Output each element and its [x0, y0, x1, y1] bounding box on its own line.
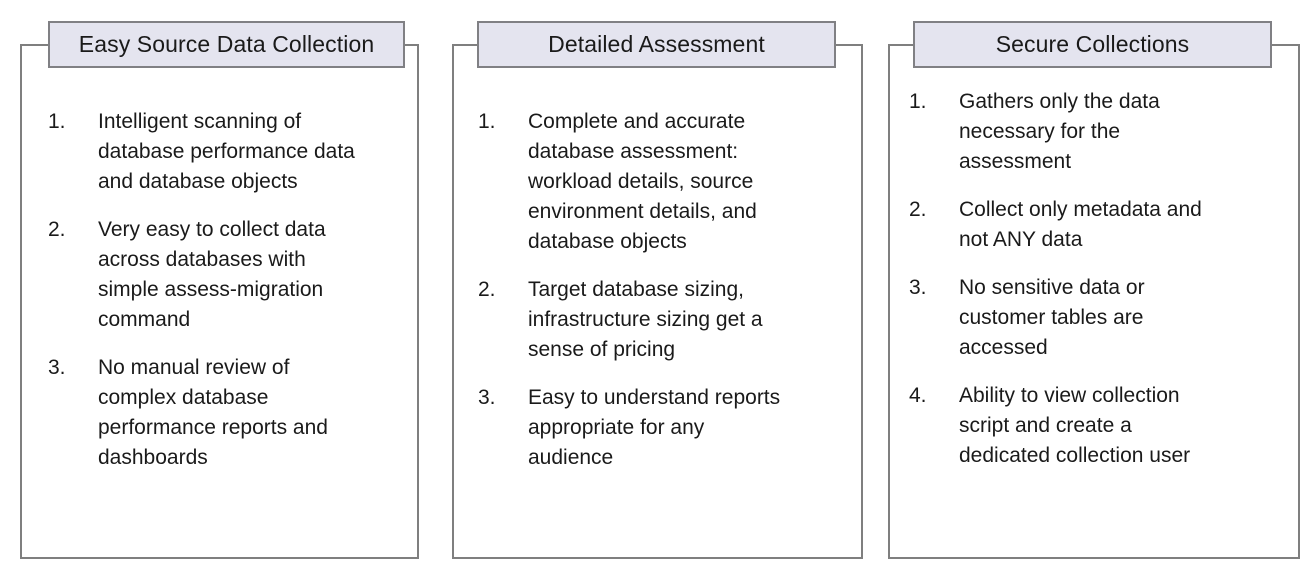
panel-top-stub-right	[835, 44, 863, 46]
list-item: 2. Target database sizing, infrastructur…	[478, 275, 849, 365]
list-item-number: 3.	[909, 276, 927, 299]
panel-top-stub-left	[452, 44, 479, 46]
panel-top-stub-left	[888, 44, 915, 46]
panel-body	[20, 44, 419, 559]
list-item-number: 2.	[48, 218, 66, 241]
panel-detailed-assessment: Detailed Assessment 1. Complete and accu…	[452, 21, 863, 559]
list-item-text: Ability to view collection script and cr…	[959, 384, 1191, 467]
list-item: 3. No sensitive data or customer tables …	[909, 273, 1290, 363]
list-item-text: Gathers only the data necessary for the …	[959, 90, 1160, 173]
list-item-number: 1.	[909, 90, 927, 113]
list-item-text: Intelligent scanning of database perform…	[98, 110, 355, 193]
list-item-text: No manual review of complex database per…	[98, 356, 328, 469]
list-item-number: 2.	[478, 278, 496, 301]
list-item-text: Collect only metadata and not ANY data	[959, 198, 1202, 251]
list-item-number: 3.	[48, 356, 66, 379]
panel-top-stub-right	[1271, 44, 1300, 46]
list-item: 3. Easy to understand reports appropriat…	[478, 383, 849, 473]
panel-top-stub-left	[20, 44, 50, 46]
panel-easy-source-data-collection: Easy Source Data Collection 1. Intellige…	[20, 21, 419, 559]
list-item: 2. Very easy to collect data across data…	[48, 215, 405, 335]
list-item-text: No sensitive data or customer tables are…	[959, 276, 1145, 359]
list-item: 1. Gathers only the data necessary for t…	[909, 87, 1290, 177]
list-item-number: 3.	[478, 386, 496, 409]
panel-top-stub-right	[403, 44, 419, 46]
panel-body	[452, 44, 863, 559]
panel-title-chip: Secure Collections	[913, 21, 1272, 68]
panel-list: 1. Gathers only the data necessary for t…	[888, 87, 1300, 471]
list-item-number: 4.	[909, 384, 927, 407]
panel-body	[888, 44, 1300, 559]
list-item-text: Very easy to collect data across databas…	[98, 218, 326, 331]
list-item-number: 2.	[909, 198, 927, 221]
list-item: 1. Intelligent scanning of database perf…	[48, 107, 405, 197]
panel-list: 1. Complete and accurate database assess…	[452, 107, 863, 473]
panel-title-label: Easy Source Data Collection	[78, 31, 375, 57]
panel-list: 1. Intelligent scanning of database perf…	[20, 107, 419, 473]
list-item: 4. Ability to view collection script and…	[909, 381, 1290, 471]
list-item-number: 1.	[478, 110, 496, 133]
panel-title-chip: Easy Source Data Collection	[48, 21, 405, 68]
panel-title-label: Detailed Assessment	[548, 31, 765, 57]
list-item-text: Target database sizing, infrastructure s…	[528, 278, 763, 361]
list-item: 3. No manual review of complex database …	[48, 353, 405, 473]
panel-secure-collections: Secure Collections 1. Gathers only the d…	[888, 21, 1300, 559]
list-item: 1. Complete and accurate database assess…	[478, 107, 849, 257]
panel-title-chip: Detailed Assessment	[477, 21, 836, 68]
list-item-text: Easy to understand reports appropriate f…	[528, 386, 781, 469]
list-item: 2. Collect only metadata and not ANY dat…	[909, 195, 1290, 255]
list-item-text: Complete and accurate database assessmen…	[528, 110, 757, 253]
list-item-number: 1.	[48, 110, 66, 133]
panel-title-label: Secure Collections	[995, 31, 1190, 57]
